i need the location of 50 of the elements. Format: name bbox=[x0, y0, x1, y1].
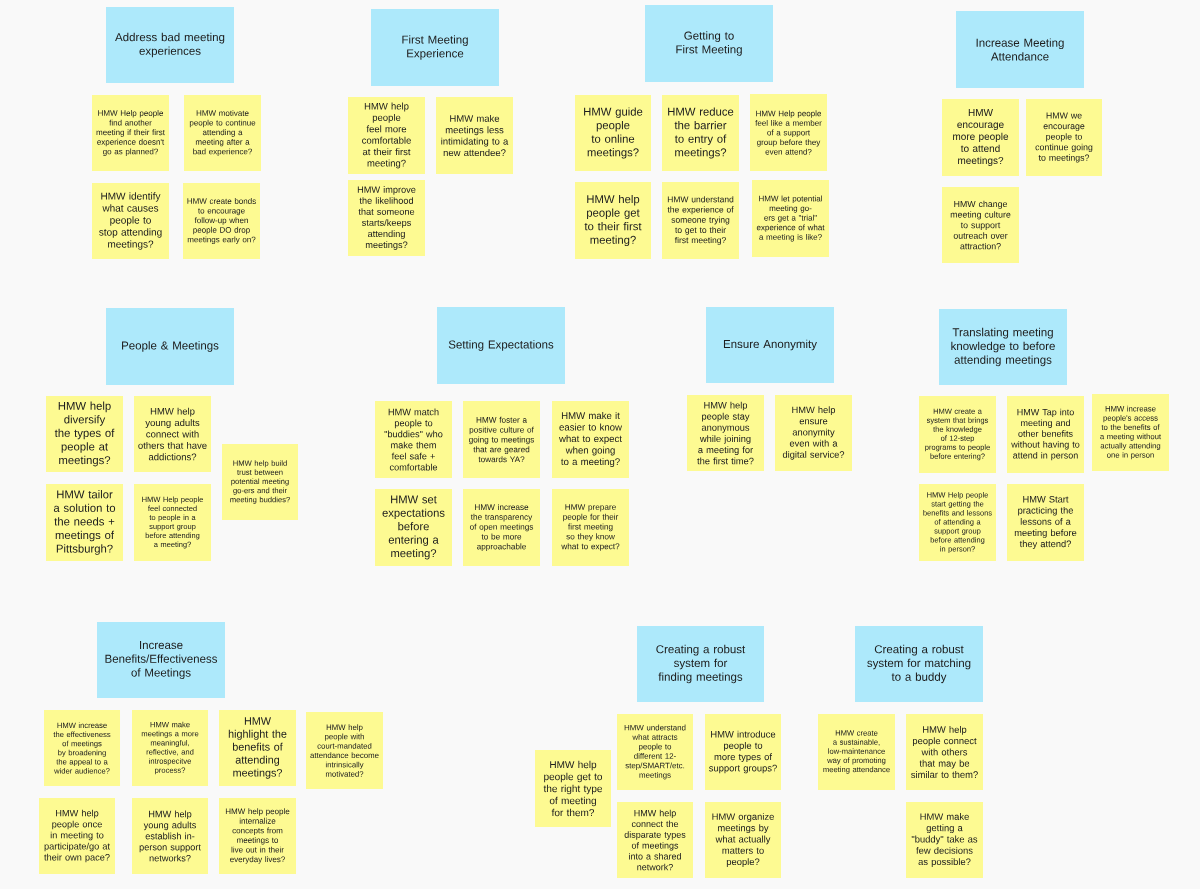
sticky-note: HMW make getting a "buddy" take as few decisions as possible? bbox=[906, 802, 983, 878]
sticky-note: HMW help ensure anonymity even with a digital service? bbox=[775, 395, 852, 471]
sticky-note: HMW reduce the barrier to entry of meetings? bbox=[662, 95, 739, 171]
sticky-note: HMW prepare people for their first meeting so they know what to expect? bbox=[552, 489, 629, 566]
sticky-note: HMW set expectations before entering a meeting? bbox=[375, 489, 452, 566]
sticky-note: HMW increase the transparency of open meetings to be more approachable bbox=[463, 489, 540, 566]
category-card: Getting to First Meeting bbox=[645, 5, 773, 82]
sticky-note: HMW help people connect with others that may be similar to them? bbox=[906, 714, 983, 790]
sticky-note: HMW help people once in meeting to participate/go at their own pace? bbox=[39, 798, 115, 874]
category-card: Ensure Anonymity bbox=[706, 307, 834, 383]
category-card: First Meeting Experience bbox=[371, 9, 499, 86]
category-card: Creating a robust system for finding meetings bbox=[637, 626, 764, 702]
category-card: Translating meeting knowledge to before attending meetings bbox=[939, 309, 1067, 385]
sticky-note: HMW help people internalize concepts from meetings to live out in their everyday lives? bbox=[219, 798, 296, 874]
sticky-note: HMW Tap into meeting and other benefits without having to attend in person bbox=[1007, 396, 1084, 473]
sticky-note: HMW encourage more people to attend meetings? bbox=[942, 99, 1019, 176]
category-card: Creating a robust system for matching to a buddy bbox=[855, 626, 983, 702]
sticky-note: HMW identify what causes people to stop attending meetings? bbox=[92, 183, 169, 259]
sticky-note: HMW match people to "buddies" who make them feel safe + comfortable bbox=[375, 401, 452, 478]
sticky-note: HMW help people feel more comfortable at their first meeting? bbox=[348, 97, 425, 174]
category-card: Address bad meeting experiences bbox=[106, 7, 234, 83]
sticky-note: HMW help young adults establish in-person support networks? bbox=[132, 798, 208, 874]
sticky-note: HMW highlight the benefits of attending meetings? bbox=[219, 710, 296, 786]
sticky-note: HMW improve the likelihood that someone starts/keeps attending meetings? bbox=[348, 180, 425, 256]
sticky-note: HMW help people get to the right type of meeting for them? bbox=[535, 750, 611, 827]
sticky-note: HMW tailor a solution to the needs + meetings of Pittsburgh? bbox=[46, 484, 123, 561]
sticky-note: HMW help diversify the types of people at meetings? bbox=[46, 396, 123, 472]
sticky-note: HMW Start practicing the lessons of a meeting before they attend? bbox=[1007, 484, 1084, 561]
sticky-note: HMW Help people find another meeting if their first experience doesn't go as planned? bbox=[92, 95, 169, 171]
sticky-note: HMW motivate people to continue attending a meeting after a bad experience? bbox=[184, 95, 261, 171]
sticky-note: HMW we encourage people to continue going to meetings? bbox=[1026, 99, 1102, 176]
category-card: Increase Benefits/Effectiveness of Meetings bbox=[97, 622, 225, 698]
sticky-note: HMW create bonds to encourage follow-up when people DO drop meetings early on? bbox=[183, 183, 260, 259]
sticky-note: HMW help people stay anonymous while joining a meeting for the first time? bbox=[687, 395, 764, 471]
sticky-note: HMW help people get to their first meeting? bbox=[575, 182, 651, 259]
sticky-note: HMW foster a positive culture of going to meetings that are geared towards YA? bbox=[463, 401, 540, 478]
category-card: Increase Meeting Attendance bbox=[956, 11, 1084, 88]
sticky-note: HMW make it easier to know what to expect when going to a meeting? bbox=[552, 401, 629, 478]
sticky-note: HMW organize meetings by what actually matters to people? bbox=[705, 802, 781, 878]
category-card: People & Meetings bbox=[106, 308, 234, 385]
sticky-note: HMW let potential meeting go-ers get a "trial" experience of what a meeting is like? bbox=[752, 180, 829, 257]
sticky-note: HMW understand the experience of someone trying to get to their first meeting? bbox=[662, 182, 739, 259]
sticky-note: HMW introduce people to more types of support groups? bbox=[705, 714, 781, 790]
sticky-note: HMW help young adults connect with others that have addictions? bbox=[134, 396, 211, 472]
sticky-note: HMW make meetings less intimidating to a new attendee? bbox=[436, 97, 513, 174]
sticky-note: HMW change meeting culture to support outreach over attraction? bbox=[942, 187, 1019, 263]
category-card: Setting Expectations bbox=[437, 307, 565, 384]
sticky-note: HMW help connect the disparate types of meetings into a shared network? bbox=[617, 802, 693, 878]
sticky-note: HMW guide people to online meetings? bbox=[575, 95, 651, 171]
sticky-note: HMW Help people feel like a member of a support group before they even attend? bbox=[750, 94, 827, 171]
